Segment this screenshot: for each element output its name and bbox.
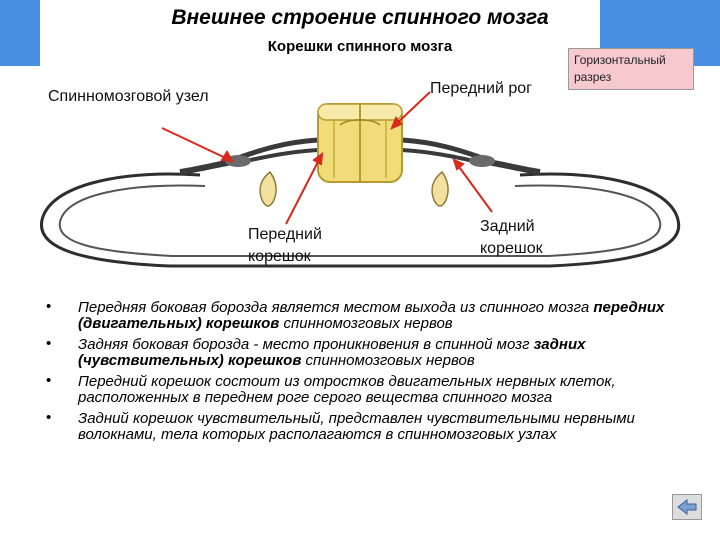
vertebral-structure-right bbox=[432, 172, 448, 206]
list-item: •Задняя боковая борозда - место проникно… bbox=[46, 337, 696, 369]
list-item: •Задний корешок чувствительный, представ… bbox=[46, 411, 696, 443]
vertebral-structure-left bbox=[260, 172, 276, 206]
bullet-icon: • bbox=[46, 336, 51, 352]
label-posterior-root: Задний корешок bbox=[480, 216, 560, 260]
bullet-icon: • bbox=[46, 373, 51, 389]
list-item: •Передний корешок состоит из отростков д… bbox=[46, 374, 696, 406]
label-anterior-root: Передний корешок bbox=[248, 224, 344, 268]
spinal-ganglion-right bbox=[469, 155, 495, 167]
list-item: •Передняя боковая борозда является место… bbox=[46, 300, 696, 332]
bullet-list: •Передняя боковая борозда является место… bbox=[46, 300, 696, 448]
spinal-cord-segment bbox=[318, 104, 402, 182]
back-arrow-icon bbox=[676, 498, 698, 516]
bullet-icon: • bbox=[46, 299, 51, 315]
back-button[interactable] bbox=[672, 494, 702, 520]
label-spinal-ganglion: Спинномозговой узел bbox=[48, 86, 218, 108]
label-anterior-horn: Передний рог bbox=[430, 78, 532, 100]
bullet-icon: • bbox=[46, 410, 51, 426]
body-outline bbox=[41, 174, 678, 266]
spinal-cord-diagram bbox=[0, 0, 720, 300]
